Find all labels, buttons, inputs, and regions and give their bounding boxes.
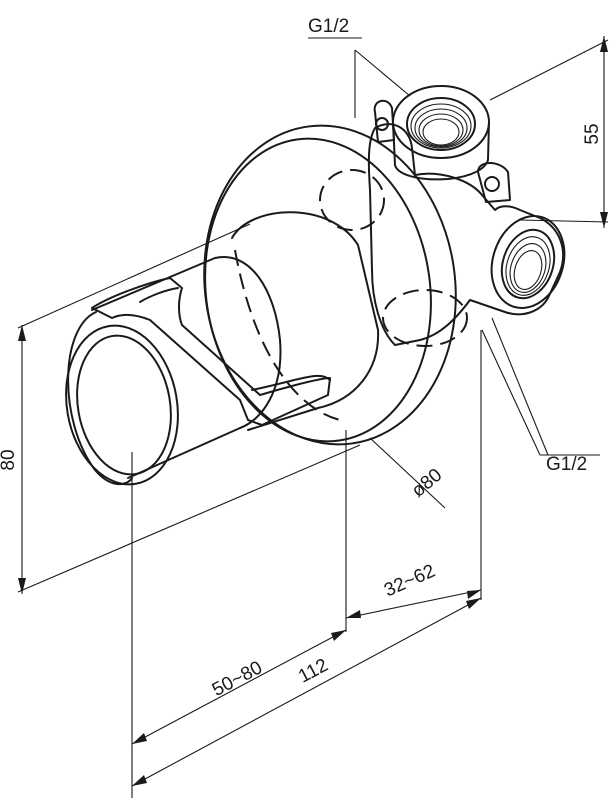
label-112: 112 bbox=[295, 655, 332, 688]
label-g12-side: G1/2 bbox=[546, 454, 587, 475]
label-50-80: 50~80 bbox=[209, 657, 266, 701]
dim-55 bbox=[489, 36, 609, 228]
leader-dia80 bbox=[369, 437, 446, 509]
label-dia80: ø80 bbox=[408, 465, 447, 502]
label-80: 80 bbox=[0, 449, 19, 470]
cover-plate bbox=[203, 124, 457, 446]
leader-g12-side bbox=[481, 317, 600, 456]
leader-g12-top bbox=[308, 37, 411, 118]
top-thread bbox=[410, 103, 472, 149]
label-55: 55 bbox=[582, 123, 603, 144]
handle bbox=[65, 255, 331, 486]
valve-body bbox=[367, 85, 566, 346]
label-32-62: 32~62 bbox=[381, 561, 438, 602]
dim-depths bbox=[131, 330, 482, 798]
hidden-bosses bbox=[234, 169, 468, 421]
side-thread bbox=[505, 236, 551, 296]
dim-80 bbox=[17, 223, 361, 594]
label-g12-top: G1/2 bbox=[308, 16, 349, 37]
